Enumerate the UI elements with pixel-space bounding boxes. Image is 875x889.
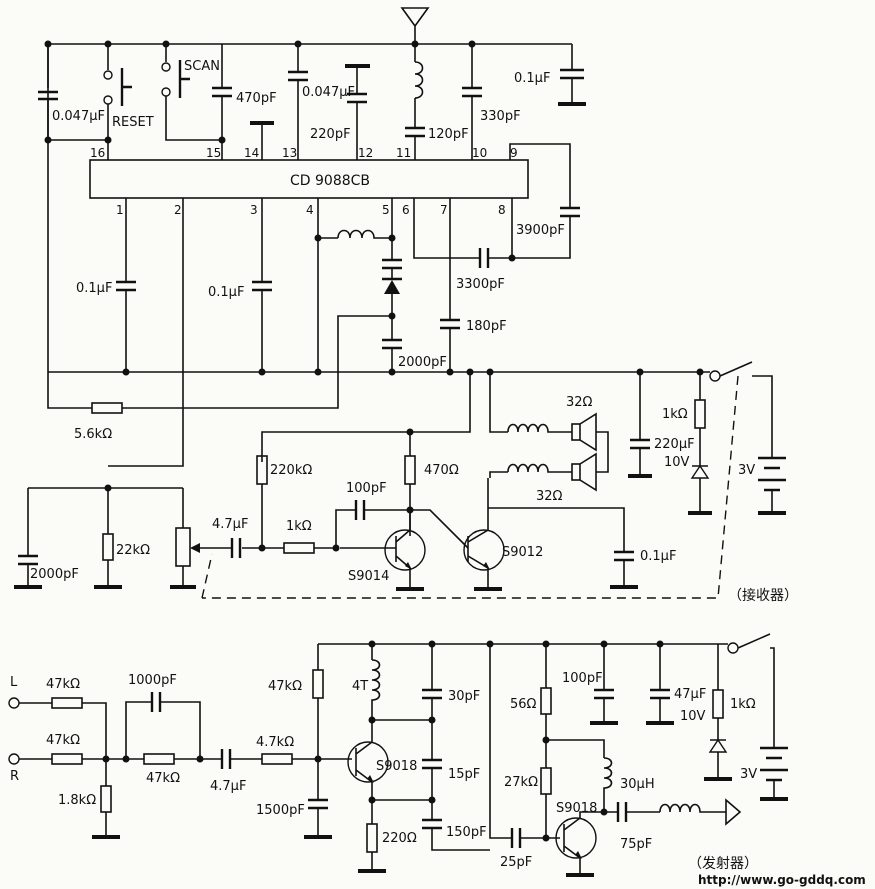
reset-label: RESET [112, 115, 154, 130]
svg-text:0.1µF: 0.1µF [514, 71, 550, 86]
svg-text:47µF: 47µF [674, 687, 706, 702]
svg-text:3300pF: 3300pF [456, 277, 505, 292]
svg-text:0.047µF: 0.047µF [52, 109, 105, 124]
svg-text:S9018: S9018 [556, 801, 597, 816]
svg-text:S9014: S9014 [348, 569, 389, 584]
svg-text:1000pF: 1000pF [128, 673, 177, 688]
svg-text:3: 3 [250, 203, 258, 217]
svg-text:56Ω: 56Ω [510, 697, 537, 712]
svg-text:5: 5 [382, 203, 390, 217]
svg-text:1500pF: 1500pF [256, 803, 305, 818]
svg-text:1kΩ: 1kΩ [286, 519, 312, 534]
svg-text:220Ω: 220Ω [382, 831, 417, 846]
svg-text:R: R [10, 769, 19, 784]
svg-text:3900pF: 3900pF [516, 223, 565, 238]
svg-text:4T: 4T [352, 679, 368, 694]
svg-text:12: 12 [358, 146, 373, 160]
svg-text:13: 13 [282, 146, 297, 160]
svg-text:0.1µF: 0.1µF [640, 549, 676, 564]
svg-text:3V: 3V [740, 767, 757, 782]
svg-text:15pF: 15pF [448, 767, 480, 782]
svg-text:25pF: 25pF [500, 855, 532, 870]
svg-text:27kΩ: 27kΩ [504, 775, 538, 790]
transmitter-labels: L R 47kΩ 47kΩ 1000pF 47kΩ 1.8kΩ 4.7µF 4.… [10, 671, 758, 872]
svg-text:30pF: 30pF [448, 689, 480, 704]
svg-text:11: 11 [396, 146, 411, 160]
watermark: http://www.go-gddq.com [698, 873, 866, 887]
svg-text:1kΩ: 1kΩ [662, 407, 688, 422]
svg-text:220kΩ: 220kΩ [270, 463, 312, 478]
svg-text:4.7µF: 4.7µF [210, 779, 246, 794]
svg-text:1.8kΩ: 1.8kΩ [58, 793, 96, 808]
svg-text:4: 4 [306, 203, 314, 217]
svg-text:470Ω: 470Ω [424, 463, 459, 478]
svg-text:220pF: 220pF [310, 127, 351, 142]
receiver-labels: 0.047µF 470pF 0.047µF 220pF 120pF 330pF … [30, 71, 798, 604]
svg-text:9: 9 [510, 146, 518, 160]
svg-text:47kΩ: 47kΩ [146, 771, 180, 786]
svg-text:14: 14 [244, 146, 259, 160]
svg-text:100pF: 100pF [562, 671, 603, 686]
svg-text:75pF: 75pF [620, 837, 652, 852]
svg-text:47kΩ: 47kΩ [46, 677, 80, 692]
svg-text:10V: 10V [680, 709, 706, 724]
svg-text:22kΩ: 22kΩ [116, 543, 150, 558]
svg-text:S9018: S9018 [376, 759, 417, 774]
svg-text:（接收器）: （接收器） [728, 587, 798, 604]
svg-text:4.7µF: 4.7µF [212, 517, 248, 532]
svg-text:32Ω: 32Ω [566, 395, 593, 410]
svg-text:16: 16 [90, 146, 105, 160]
svg-text:L: L [10, 675, 18, 690]
svg-text:2000pF: 2000pF [398, 355, 447, 370]
chip-name: CD 9088CB [290, 173, 370, 189]
svg-text:2000pF: 2000pF [30, 567, 79, 582]
svg-text:10V: 10V [664, 455, 690, 470]
svg-text:1kΩ: 1kΩ [730, 697, 756, 712]
svg-text:0.1µF: 0.1µF [76, 281, 112, 296]
svg-text:7: 7 [440, 203, 448, 217]
svg-text:10: 10 [472, 146, 487, 160]
svg-text:100pF: 100pF [346, 481, 387, 496]
svg-text:220µF: 220µF [654, 437, 695, 452]
svg-text:330pF: 330pF [480, 109, 521, 124]
svg-text:470pF: 470pF [236, 91, 277, 106]
svg-text:3V: 3V [738, 463, 755, 478]
ic-chip [89, 159, 529, 199]
svg-text:6: 6 [402, 203, 410, 217]
svg-text:4.7kΩ: 4.7kΩ [256, 735, 294, 750]
svg-text:（发射器）: （发射器） [688, 856, 758, 872]
chip-pins-bottom: 1 2 3 4 5 6 7 8 [116, 203, 506, 217]
svg-text:32Ω: 32Ω [536, 489, 563, 504]
svg-text:8: 8 [498, 203, 506, 217]
svg-text:30µH: 30µH [620, 777, 655, 792]
svg-text:1: 1 [116, 203, 124, 217]
svg-text:S9012: S9012 [502, 545, 543, 560]
svg-text:180pF: 180pF [466, 319, 507, 334]
svg-text:2: 2 [174, 203, 182, 217]
chip-pins-top: 16 15 14 13 12 11 10 9 [90, 146, 518, 160]
junction-dots [44, 40, 704, 842]
svg-text:150pF: 150pF [446, 825, 487, 840]
svg-text:15: 15 [206, 146, 221, 160]
svg-text:47kΩ: 47kΩ [268, 679, 302, 694]
scan-label: SCAN [184, 59, 220, 74]
svg-text:120pF: 120pF [428, 127, 469, 142]
svg-text:5.6kΩ: 5.6kΩ [74, 427, 112, 442]
svg-text:0.047µF: 0.047µF [302, 85, 355, 100]
svg-text:47kΩ: 47kΩ [46, 733, 80, 748]
svg-text:0.1µF: 0.1µF [208, 285, 244, 300]
